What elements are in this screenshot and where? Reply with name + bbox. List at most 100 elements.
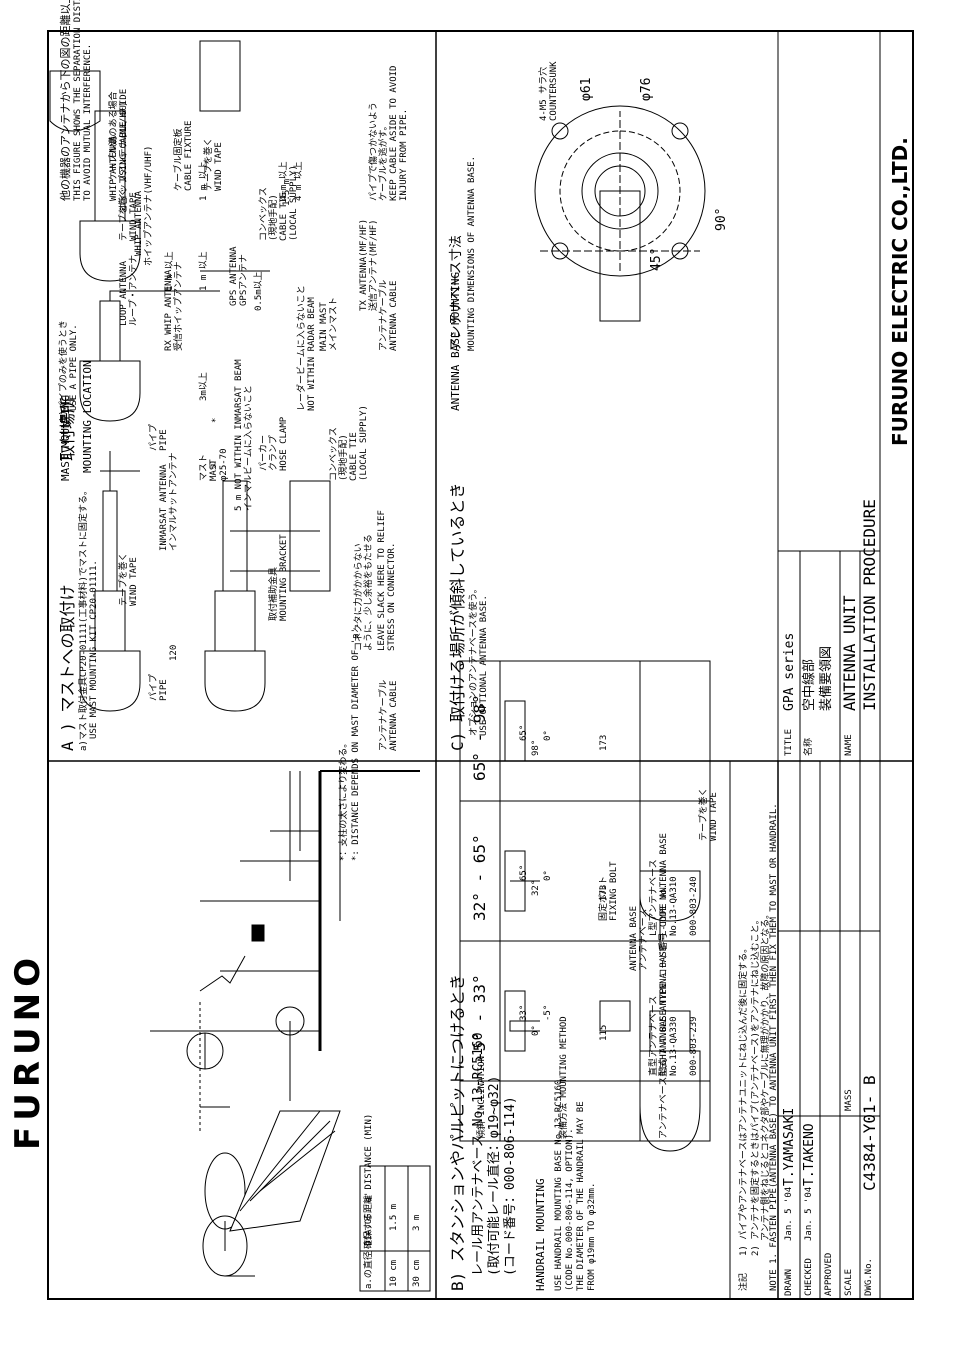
- table-r2c1: 30 cm: [412, 1259, 422, 1287]
- location-note2: *: DISTANCE DEPENDS ON MAST DIAMETER OF …: [351, 622, 361, 861]
- tb-name-jp-label: 名称: [804, 737, 814, 756]
- location-desc-jp: 他の機器のアンテナから下の図の距離以上離す。: [59, 0, 72, 201]
- dist-1m-b: 1 m 以上: [165, 251, 175, 291]
- incl-col1-a1: 33°: [519, 1004, 529, 1021]
- angle-45: 45°: [649, 247, 664, 271]
- table-h2: 確保する距離 DISTANCE (MIN): [364, 1113, 374, 1249]
- clamp-label-en: HOSE CLAMP: [279, 416, 289, 471]
- incl-row1-head: 傾斜 INCLINATION: [477, 1055, 487, 1139]
- location-diagram: [150, 770, 420, 1251]
- incl-col3-a2: 98°: [531, 739, 541, 756]
- guide-label-en: USING CABLE GUIDE: [119, 88, 129, 181]
- antenna-a-guide: [49, 40, 241, 282]
- handrail-e3: THE DIAMETER OF THE HANDRAIL MAY BE: [576, 1101, 586, 1291]
- handrail-diagram: [599, 870, 701, 1152]
- aside-en2: INJURY FROM PIPE.: [399, 108, 409, 201]
- dim-76: φ76: [639, 77, 654, 101]
- dist-1m-a: 1 m 以上: [199, 251, 209, 291]
- inmarsat-dome: [202, 1215, 255, 1277]
- incl-row2-head: 装備方法 MOUNTING METHOD: [559, 1016, 569, 1139]
- loop-jp: ループ・アンテナ: [129, 254, 139, 326]
- incl-col1-dim: 115: [599, 1024, 609, 1041]
- table-r2c2: 3 m: [412, 1214, 422, 1231]
- mast-title: A ) マストへの取付け: [58, 584, 77, 751]
- inmarsat-beam-jp: インマルビームに入らないこと: [244, 385, 254, 511]
- screw-label-en: COUNTERSUNK: [549, 61, 559, 121]
- title-block: [777, 31, 914, 1300]
- tape-label-en: WIND TAPE: [129, 557, 139, 606]
- tb-checked-by: T.TAKENO: [802, 1123, 817, 1186]
- drawing-frame: [47, 30, 914, 1300]
- tb-dwgno-label: DWG.No.: [864, 1258, 874, 1296]
- tb-drawn-label: DRAWN: [784, 1268, 794, 1296]
- handrail-mounting-en: HANDRAIL MOUNTING: [534, 1178, 547, 1291]
- location-note1: *：支柱の太さにより変わる。: [339, 738, 349, 861]
- tie-b-label-en2: (LOCAL SUPPLY): [289, 165, 299, 241]
- main-mast-jp: メインマスト: [329, 296, 339, 351]
- inmarsat-jp: インマルサットアンテナ: [169, 452, 179, 551]
- tb-checked-date: Jan. 5 '04: [804, 1186, 814, 1241]
- mast-diameter: φ25-70: [219, 448, 229, 481]
- tape2-label-en: WIND TAPE: [129, 192, 139, 241]
- pipe-label-en: PIPE: [159, 679, 169, 701]
- distance-table: [359, 1165, 431, 1292]
- incl-col2-a3: 0°: [543, 870, 553, 881]
- pipe2-label-en: PIPE: [159, 429, 169, 451]
- antenna-a-bracket: [204, 480, 331, 712]
- dim-61: φ61: [579, 77, 594, 101]
- incl-col2-dim: 173: [599, 884, 609, 901]
- tb-name-value: ANTENNA UNIT: [840, 595, 859, 711]
- mast-a-en: USE MAST MOUNTING KIT CP20-01111.: [89, 560, 99, 739]
- base-dimensions: [534, 105, 706, 322]
- antenna-a-pipe-only: [79, 270, 270, 422]
- cable2-label-en: ANTENNA CABLE: [389, 280, 399, 351]
- tb-title-value: GPA series: [782, 632, 797, 711]
- tb-name-jp2: 装備要領図: [819, 645, 834, 711]
- whip-vhf-jp: ホイップアンテナ(VHF/UHF): [144, 145, 154, 266]
- rx-whip-jp: 受信ホイップアンテナ: [174, 261, 184, 351]
- fixing-bolt-en: FIXING BOLT: [609, 861, 619, 921]
- incl-col1-a3: -5°: [543, 1004, 553, 1021]
- incl-col1-range: -5° - 33°: [470, 974, 489, 1061]
- dist-star: *: [211, 417, 221, 423]
- dim-120: 120: [169, 644, 179, 661]
- location-desc-en2: TO AVOID MUTUAL INTERFERENCE.: [83, 43, 93, 201]
- tb-title-label: TITLE: [784, 728, 794, 756]
- base-antennas: [504, 700, 540, 1052]
- incl-title: C) 取付ける場所が傾斜しているとき: [448, 482, 467, 751]
- notes-jp-head: 注記: [739, 1272, 749, 1291]
- incl-col3-dim: 173: [599, 734, 609, 751]
- slack-en2: STRESS ON CONNECTOR.: [387, 542, 397, 651]
- antenna-a-pipe: [79, 451, 141, 712]
- tie-label-en2: (LOCAL SUPPLY): [359, 405, 369, 481]
- tb-name-value2: INSTALLATION PROCEDURE: [860, 499, 879, 711]
- incl-col2-a1: 65°: [519, 864, 529, 881]
- tb-approved-label: APPROVED: [824, 1252, 834, 1296]
- tb-name-jp1: 空中線部: [802, 658, 817, 711]
- location-title-en: MOUNTING LOCATION: [81, 360, 94, 473]
- wind-tape-en: WIND TAPE: [709, 792, 719, 841]
- incl-col1-code: 000-803-239: [689, 1016, 699, 1076]
- incl-col3-a1: 65°: [519, 724, 529, 741]
- fixture-label-en: CABLE FIXTURE: [184, 120, 194, 191]
- dist-0-5m: 0.5m以上: [254, 271, 264, 311]
- base-title-en: MOUNTING DIMENSIONS OF ANTENNA BASE.: [467, 155, 477, 351]
- table-r1c1: 10 cm: [389, 1259, 399, 1287]
- handrail-e4: FROM φ19mm TO φ32mm.: [587, 1182, 597, 1291]
- tb-drawn-date: Jan. 5 '04: [784, 1186, 794, 1241]
- angle-90: 90°: [714, 207, 729, 231]
- mast-b-en: USE A PIPE ONLY.: [69, 324, 79, 411]
- handrail-l2: (取付可能レール直径：φ19~φ32): [487, 1075, 502, 1276]
- table-r1c2: 1.5 m: [389, 1203, 399, 1231]
- incl-col1-no: No.13-QA330: [669, 1016, 679, 1076]
- bracket-label-en: MOUNTING BRACKET: [279, 534, 289, 621]
- base-title-jp: アンテナベース寸法: [449, 235, 464, 351]
- dist-3m: 3m以上: [199, 372, 209, 401]
- notes-jp1: 1) パイプやアンテナベースはアンテナユニットにねじ込んだ後に固定する。: [739, 943, 749, 1256]
- handrail-title: B) スタンションやパルピットにつけるとき: [448, 974, 467, 1291]
- tb-scale-label: SCALE: [844, 1268, 854, 1296]
- radar-beam-label: NOT WITHIN RADAR BEAM: [307, 297, 317, 411]
